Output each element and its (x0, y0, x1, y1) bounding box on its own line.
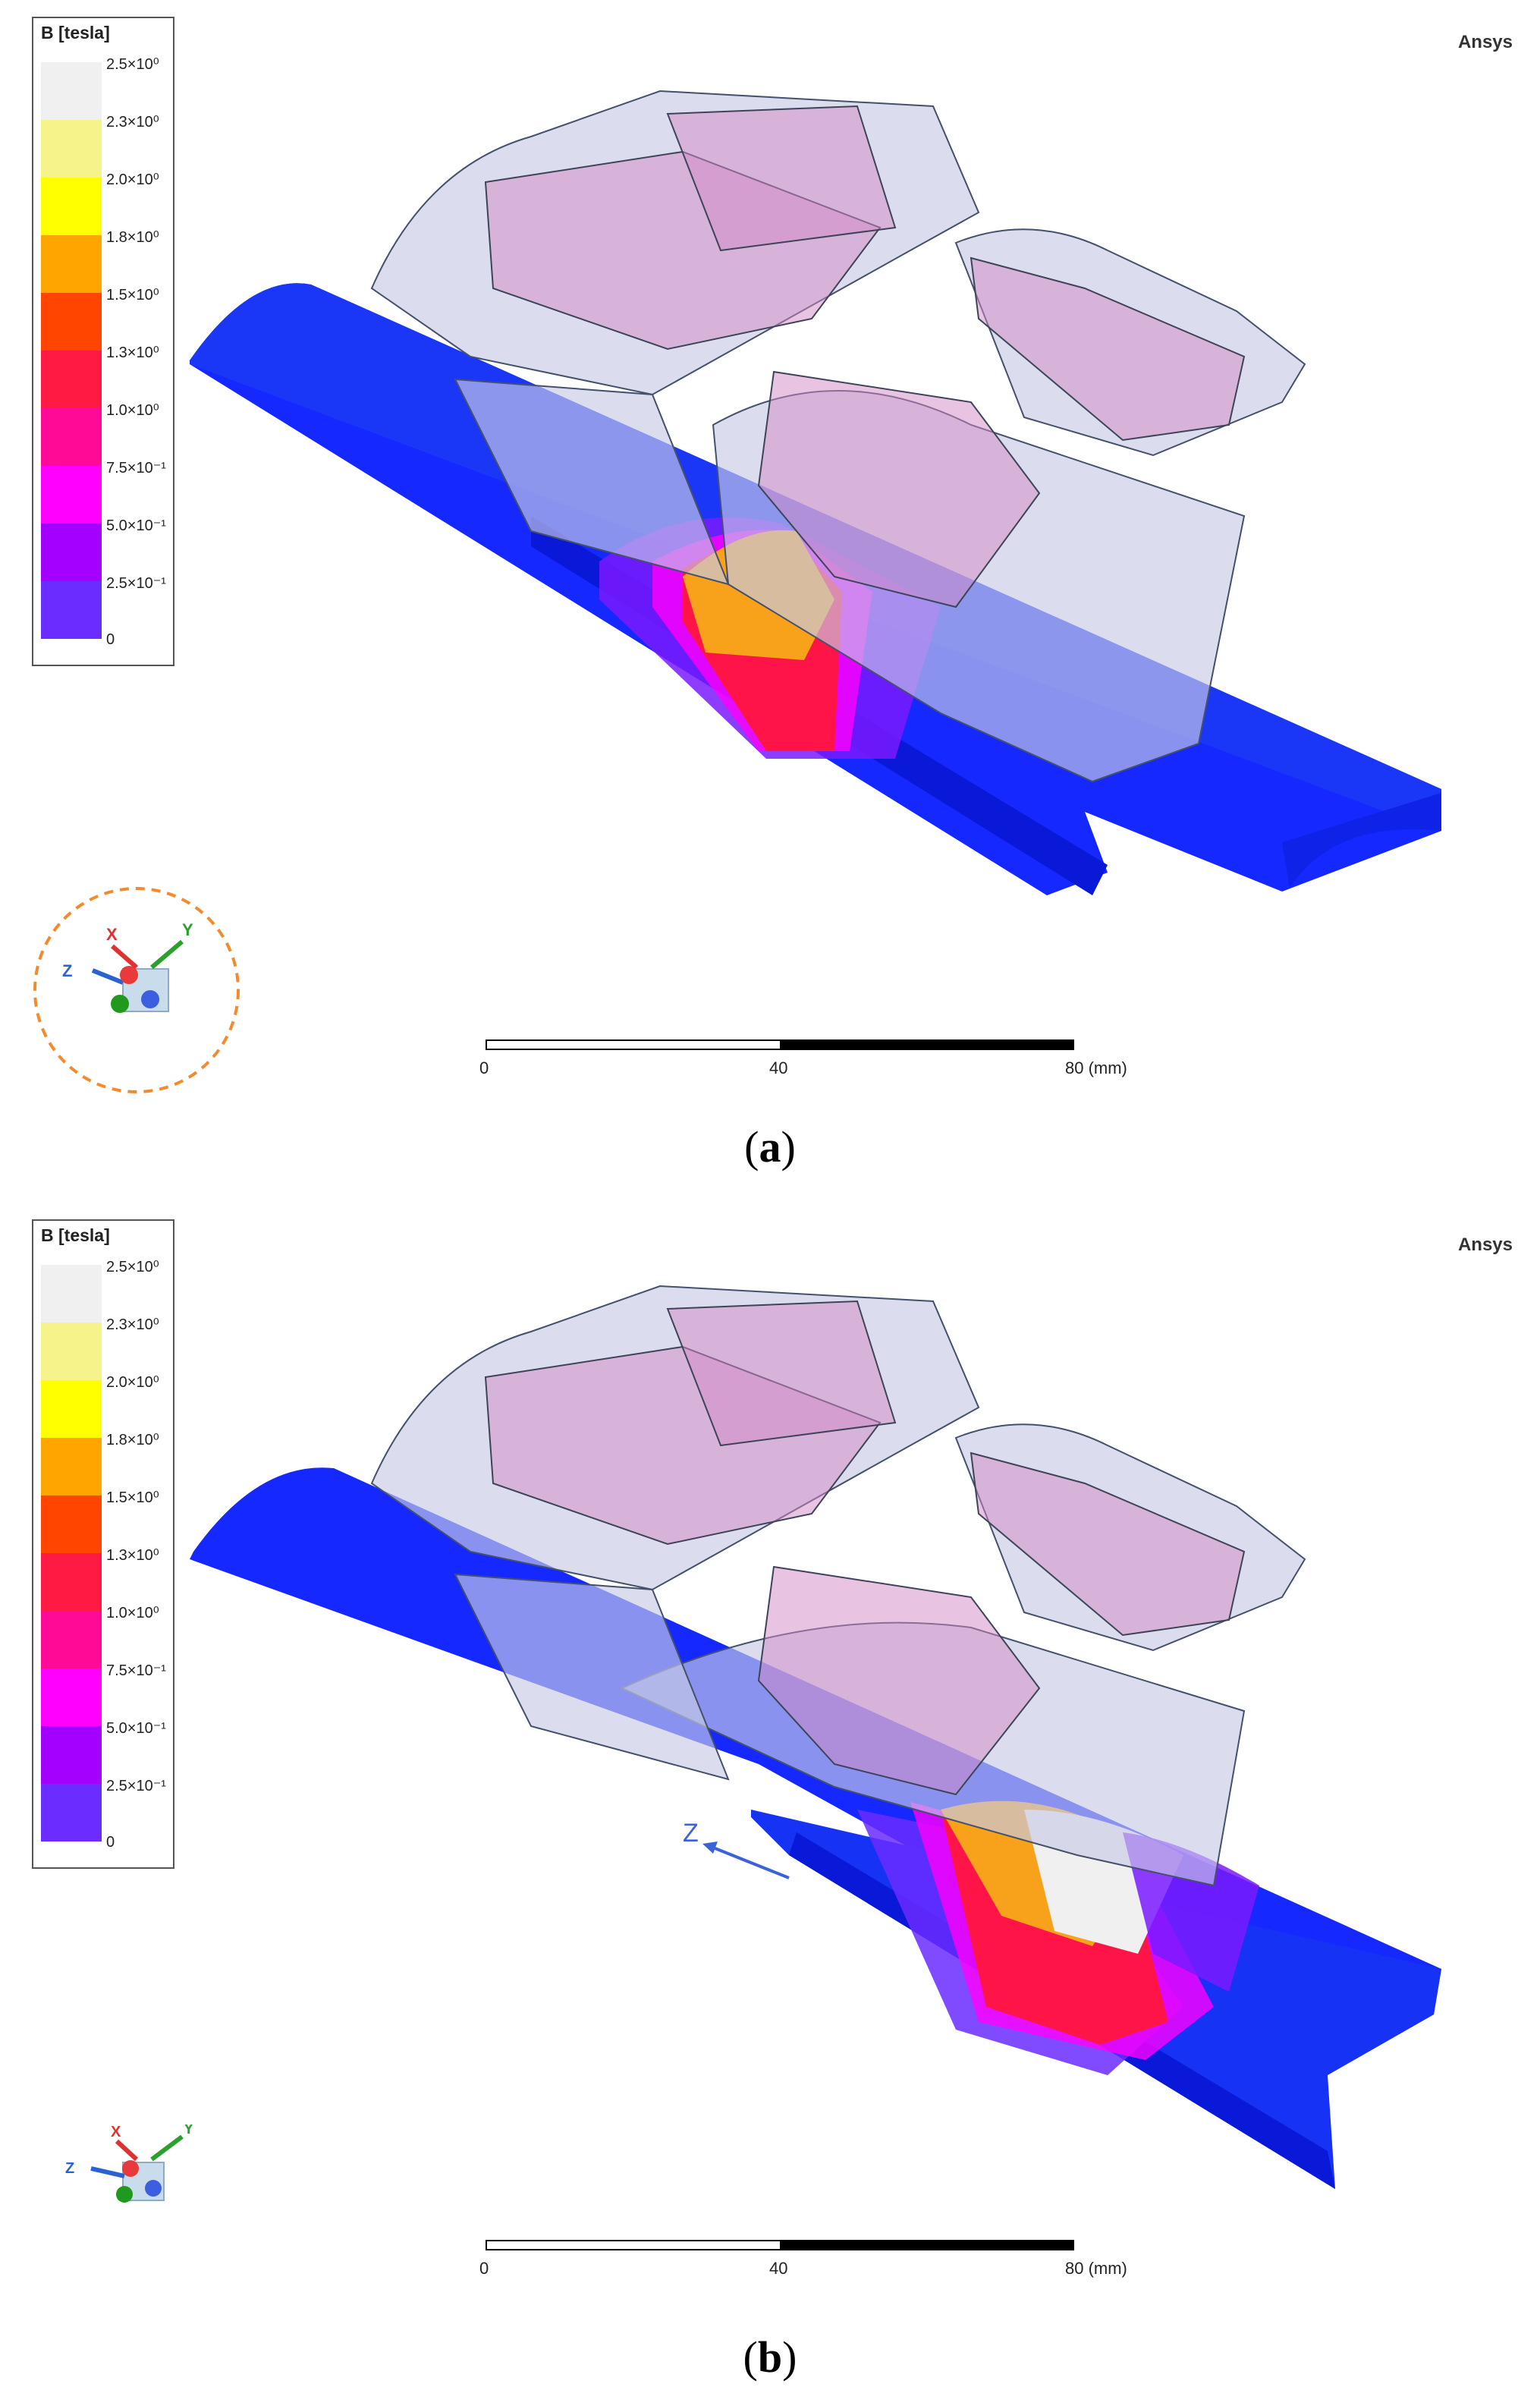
legend-swatch (41, 120, 102, 178)
legend-tick-label: 1.8×10⁰ (106, 1432, 159, 1448)
legend-swatch (41, 178, 102, 235)
orientation-triad-a[interactable]: X Y Z (30, 884, 243, 1096)
scale-tick-80: 80 (mm) (1065, 2259, 1127, 2278)
legend-swatch (41, 62, 102, 120)
legend-swatch (41, 1668, 102, 1726)
legend-swatch (41, 1553, 102, 1611)
scale-tick-0: 0 (479, 1058, 489, 1077)
triad-y-label: Y (184, 2125, 194, 2137)
legend-swatch (41, 293, 102, 351)
triad-x-label: X (106, 925, 118, 944)
legend-swatch (41, 1611, 102, 1668)
legend-swatch (41, 1726, 102, 1784)
scale-tick-80: 80 (mm) (1065, 1058, 1127, 1077)
caption-b: (b) (743, 2332, 797, 2382)
legend-tick-label: 2.0×10⁰ (106, 1374, 159, 1391)
legend-title: B [tesla] (41, 23, 110, 42)
coil-windings-b (484, 1300, 1246, 1796)
legend-tick-label: 0 (106, 631, 115, 648)
legend-tick-label: 1.0×10⁰ (106, 402, 159, 419)
scale-tick-40: 40 (769, 1058, 788, 1077)
legend-tick-label: 1.8×10⁰ (106, 229, 159, 246)
legend-swatch (41, 1323, 102, 1380)
legend-swatch (41, 581, 102, 639)
z-axis-arrow-b: Z (683, 1819, 790, 1879)
coil-windings-a (484, 105, 1246, 609)
legend-tick-label: 2.3×10⁰ (106, 114, 159, 131)
legend-swatch (41, 1380, 102, 1438)
legend-tick-label: 5.0×10⁻¹ (106, 517, 166, 534)
legend-swatch (41, 351, 102, 408)
figure-panel-b: Z B [tesla] 2.5×10⁰ 2.3×10⁰ 2.0×10⁰ 1.8×10⁰… (0, 1203, 1540, 2406)
legend-tick-label: 7.5×10⁻¹ (106, 460, 166, 476)
legend-tick-label: 1.0×10⁰ (106, 1605, 159, 1621)
z-axis-label: Z (683, 1819, 699, 1848)
legend-tick-label: 5.0×10⁻¹ (106, 1720, 166, 1737)
triad-z-label: Z (62, 961, 72, 980)
caption-a: (a) (744, 1122, 796, 1172)
scale-tick-40: 40 (769, 2259, 788, 2278)
legend-tick-label: 1.5×10⁰ (106, 287, 159, 304)
figure-panel-a: B [tesla] 2.5×10⁰ 2.3×10⁰ 2.0×10⁰ 1.8×10⁰ 1.… (0, 0, 1540, 1199)
legend-swatch (41, 1495, 102, 1553)
scale-bar-a (486, 1039, 1074, 1050)
legend-swatch (41, 408, 102, 466)
legend-swatch (41, 235, 102, 293)
legend-title: B [tesla] (41, 1225, 110, 1245)
triad-y-label: Y (182, 920, 193, 939)
legend-tick-label: 2.3×10⁰ (106, 1316, 159, 1333)
scale-tick-0: 0 (479, 2259, 489, 2278)
legend-tick-label: 1.3×10⁰ (106, 1547, 159, 1564)
legend-tick-label: 2.5×10⁻¹ (106, 575, 166, 592)
legend-tick-label: 2.0×10⁰ (106, 171, 159, 188)
triad-z-label: Z (65, 2160, 74, 2177)
ansys-logo-text: Ansys (1457, 1234, 1513, 1255)
legend-bar (41, 62, 102, 639)
legend-tick-label: 7.5×10⁻¹ (106, 1662, 166, 1679)
scale-bar-b (486, 2240, 1074, 2250)
legend-swatch (41, 466, 102, 524)
legend-swatch (41, 1438, 102, 1495)
legend-swatch (41, 524, 102, 581)
legend-tick-label: 0 (106, 1834, 115, 1851)
triad-x-label: X (111, 2125, 121, 2140)
simulation-viewport-a[interactable] (0, 0, 1540, 1199)
simulation-viewport-b[interactable]: Z (0, 1203, 1540, 2406)
color-legend-a: B [tesla] 2.5×10⁰ 2.3×10⁰ 2.0×10⁰ 1.8×10⁰ 1.… (32, 17, 174, 666)
legend-tick-label: 1.3×10⁰ (106, 344, 159, 361)
legend-swatch (41, 1784, 102, 1841)
legend-tick-label: 2.5×10⁰ (106, 56, 159, 73)
legend-tick-label: 2.5×10⁻¹ (106, 1778, 166, 1794)
orientation-triad-b[interactable]: X Y Z (61, 2125, 212, 2223)
legend-bar (41, 1265, 102, 1841)
legend-tick-label: 2.5×10⁰ (106, 1259, 159, 1275)
color-legend-b: B [tesla] 2.5×10⁰ 2.3×10⁰ 2.0×10⁰ 1.8×10⁰ 1.… (32, 1219, 174, 1869)
legend-swatch (41, 1265, 102, 1323)
ansys-logo-text: Ansys (1457, 32, 1513, 52)
legend-tick-label: 1.5×10⁰ (106, 1489, 159, 1506)
